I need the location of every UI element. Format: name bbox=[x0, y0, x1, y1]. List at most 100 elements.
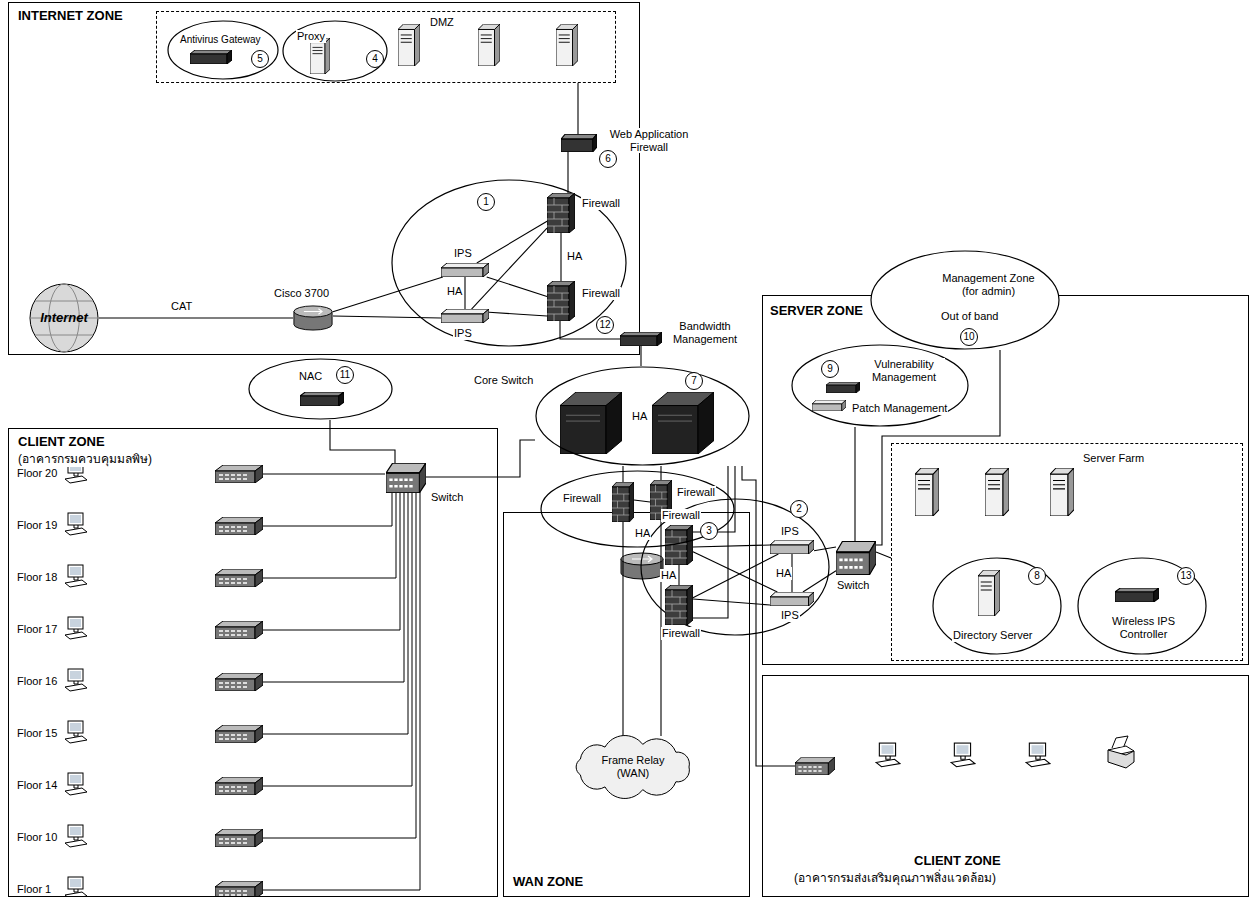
device-label: NAC bbox=[298, 370, 323, 383]
group-ellipse: NAC 11 bbox=[248, 358, 393, 420]
zone-title: SERVER ZONE bbox=[769, 304, 864, 319]
pc-icon bbox=[1026, 743, 1050, 767]
zone-subtitle: (อาคารกรมส่งเสริมคุณภาพสิ่งแวดล้อม) bbox=[793, 872, 997, 886]
ips-node bbox=[770, 592, 814, 606]
device-label: HA bbox=[631, 410, 648, 423]
server-icon bbox=[915, 468, 939, 516]
core-switch-icon bbox=[652, 392, 714, 454]
network-link bbox=[660, 466, 661, 480]
switch-icon bbox=[215, 517, 263, 535]
device-label: IPS bbox=[780, 609, 800, 622]
firewall-node: Firewall bbox=[612, 482, 634, 522]
device-label: DMZ bbox=[429, 16, 455, 29]
floor-label: Floor 18 bbox=[16, 571, 58, 584]
node-shape bbox=[441, 309, 489, 323]
network-link bbox=[876, 552, 891, 558]
dmz-server-icon bbox=[398, 24, 420, 66]
firewall-node: Firewall bbox=[547, 193, 575, 233]
group-ellipse bbox=[536, 367, 749, 465]
internet-cloud: Internet bbox=[29, 283, 99, 353]
callout-number: 11 bbox=[336, 366, 354, 384]
zone-title: CLIENT ZONE bbox=[17, 435, 106, 450]
node-shape bbox=[248, 358, 393, 420]
device-label: Antivirus Gateway bbox=[179, 34, 262, 46]
callout-number: 10 bbox=[960, 328, 978, 346]
pc-icon bbox=[65, 773, 87, 795]
appliance-node bbox=[561, 134, 597, 152]
node-shape bbox=[293, 305, 333, 331]
link-label: HA bbox=[446, 285, 463, 298]
device-label: Internet bbox=[29, 311, 99, 326]
switch-icon bbox=[215, 777, 263, 795]
floor-label: Floor 16 bbox=[16, 675, 58, 688]
link-label: CAT bbox=[170, 300, 193, 313]
device-label: Switch bbox=[836, 579, 870, 592]
network-link bbox=[693, 554, 778, 598]
device-label: Proxy bbox=[296, 30, 326, 43]
network-link bbox=[693, 545, 770, 547]
callout-number: 8 bbox=[1028, 567, 1046, 585]
floor-label: Floor 10 bbox=[16, 831, 58, 844]
zone-title: CLIENT ZONE bbox=[913, 854, 1002, 869]
pc-icon bbox=[65, 825, 87, 847]
device-label: Cisco 3700 bbox=[273, 287, 330, 300]
device-label: Patch Management bbox=[851, 402, 948, 415]
wire bbox=[263, 492, 420, 890]
device-label: Vulnerability Management bbox=[863, 358, 945, 383]
device-label: Management Zone (for admin) bbox=[940, 272, 1037, 297]
group-ellipse: Proxy4 bbox=[282, 20, 388, 82]
link-label: HA bbox=[660, 569, 677, 582]
network-link bbox=[477, 221, 547, 263]
ips-node bbox=[441, 309, 489, 323]
network-link bbox=[640, 346, 641, 366]
device-label: Firewall bbox=[676, 486, 716, 499]
switch-icon bbox=[215, 673, 263, 691]
wire bbox=[263, 492, 400, 630]
group-ellipse: Vulnerability ManagementPatch Management… bbox=[791, 344, 969, 427]
network-link bbox=[693, 599, 770, 605]
switch-node bbox=[836, 541, 876, 575]
device-label: Firewall bbox=[661, 627, 701, 640]
firewall-node bbox=[650, 480, 672, 520]
server-icon bbox=[1050, 468, 1074, 516]
switch-icon bbox=[215, 829, 263, 847]
firewall-node bbox=[547, 281, 575, 321]
router-node: Cisco 3700 bbox=[293, 305, 333, 331]
group-ellipse bbox=[1078, 558, 1206, 654]
firewall-node bbox=[612, 482, 634, 522]
group-ellipse bbox=[641, 499, 829, 635]
node-shape bbox=[770, 540, 814, 554]
group-ellipse bbox=[283, 21, 387, 81]
device-label: Firewall bbox=[661, 509, 701, 522]
switch-icon bbox=[215, 621, 263, 639]
wire bbox=[263, 492, 408, 734]
firewall-node: Firewall bbox=[547, 281, 575, 321]
device-label: Directory Server bbox=[952, 629, 1033, 642]
pc-icon bbox=[951, 743, 975, 767]
device-label: Bandwidth Management bbox=[666, 320, 744, 345]
floor-label: Floor 19 bbox=[16, 519, 58, 532]
device-label: Frame Relay (WAN) bbox=[569, 754, 697, 779]
zone-title: WAN ZONE bbox=[512, 875, 584, 890]
link-label: HA bbox=[566, 250, 583, 263]
switch-node: Switch bbox=[836, 541, 876, 575]
network-link bbox=[99, 317, 293, 318]
ips-node bbox=[441, 263, 489, 277]
firewall-node: Firewall bbox=[665, 585, 693, 625]
dmz-server-icon bbox=[556, 24, 578, 66]
network-link bbox=[742, 466, 762, 766]
floor-label: Floor 17 bbox=[16, 623, 58, 636]
device-label: Switch bbox=[430, 491, 464, 504]
group-ellipse bbox=[871, 251, 1059, 349]
printer-icon bbox=[1108, 736, 1134, 768]
group-ellipse bbox=[392, 180, 626, 346]
node-shape bbox=[547, 193, 575, 233]
network-link bbox=[333, 316, 441, 318]
switch-node: Switch bbox=[386, 463, 426, 493]
zone-box: CLIENT ZONE (อาคารกรมส่งเสริมคุณภาพสิ่งแว… bbox=[762, 675, 1249, 897]
network-link bbox=[634, 500, 650, 502]
callout-number: 6 bbox=[599, 150, 617, 168]
group-ellipse: Antivirus Gateway5 bbox=[167, 20, 279, 80]
device-label: Out of band bbox=[940, 310, 1000, 323]
